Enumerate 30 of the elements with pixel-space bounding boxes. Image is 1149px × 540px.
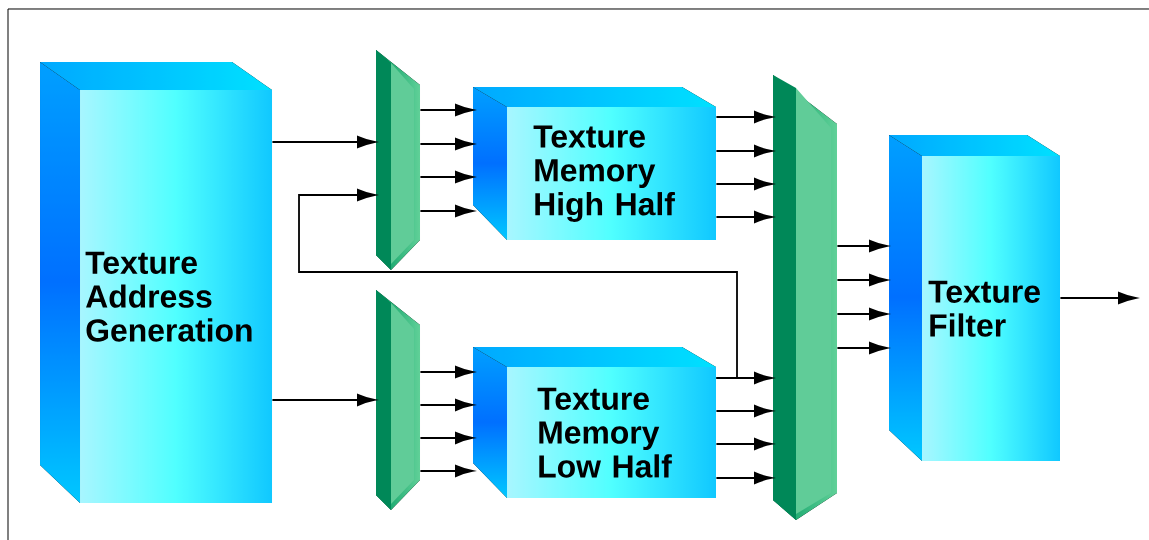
arrow [419, 465, 474, 477]
arrow [715, 178, 773, 190]
arrow [715, 211, 773, 223]
arrow [271, 394, 376, 406]
arrow [1059, 292, 1137, 304]
arrow [836, 274, 888, 286]
arrow [715, 145, 773, 157]
arrow [298, 189, 738, 379]
arrow [836, 308, 888, 320]
multiplexer-bar [376, 290, 420, 510]
arrow [715, 405, 773, 417]
multiplexer-bar [376, 50, 420, 270]
arrow [715, 111, 773, 123]
arrow [836, 342, 888, 354]
arrow [419, 138, 474, 150]
block-box: Texture Memory Low Half [473, 347, 716, 498]
block-box: Texture Memory High Half [473, 87, 716, 240]
arrow [715, 472, 773, 484]
arrow [419, 205, 474, 217]
arrow [419, 104, 474, 116]
block-box: Texture Address Generation [40, 62, 272, 503]
arrow [419, 171, 474, 183]
arrow [715, 438, 773, 450]
multiplexer-bar [773, 75, 837, 520]
arrow [836, 240, 888, 252]
arrow [271, 136, 376, 148]
arrow [419, 399, 474, 411]
arrow [419, 432, 474, 444]
arrow [419, 366, 474, 378]
block-box: Texture Filter [889, 135, 1060, 461]
